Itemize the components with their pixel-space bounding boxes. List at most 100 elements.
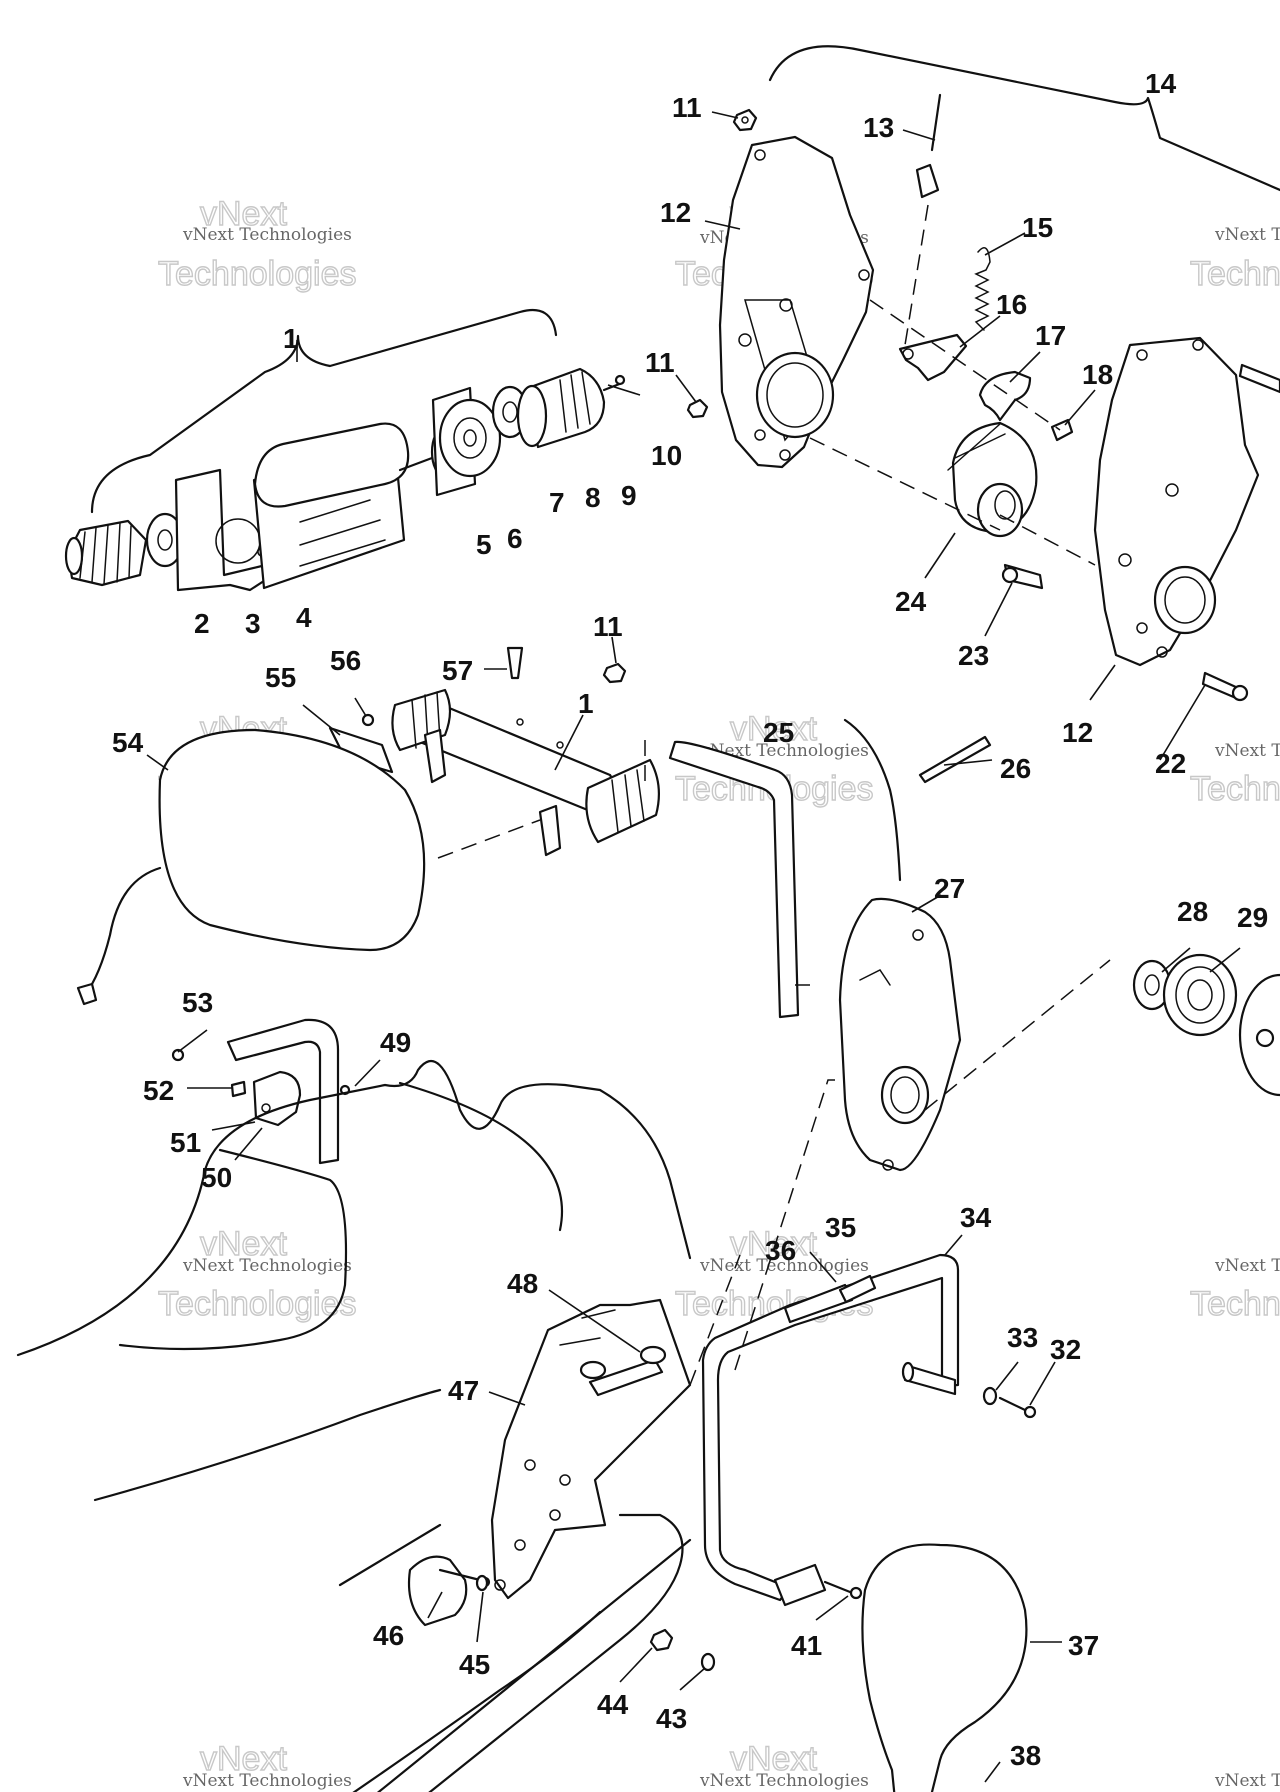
callout-47: 47	[448, 1375, 479, 1406]
callout-22: 22	[1155, 748, 1186, 779]
svg-text:vNext Technologies: vNext Technologies	[1214, 1771, 1280, 1791]
clamp-part-51-50	[252, 1070, 302, 1127]
callout-36: 36	[765, 1235, 796, 1266]
callout-8: 8	[585, 482, 601, 513]
spring-part-29	[1162, 953, 1238, 1037]
watermark-mid-right: vNext Technologies Technologies	[1189, 741, 1280, 809]
cable-end-part-26	[918, 735, 992, 784]
watermark-top-left: vNext vNext Technologies Technologies	[157, 194, 357, 293]
watermark-lower-right: vNext Technologies Technologies	[1189, 1256, 1280, 1324]
callout-13: 13	[863, 112, 894, 143]
svg-text:vNext Technologies: vNext Technologies	[1214, 225, 1280, 245]
callout-1-handlebar: 1	[578, 688, 594, 719]
callout-24: 24	[895, 586, 927, 617]
callout-12-right: 12	[1062, 717, 1093, 748]
hook-tube-part	[226, 1018, 340, 1165]
callout-1: 1	[283, 323, 299, 354]
callout-33: 33	[1007, 1322, 1038, 1353]
cable-part-27	[843, 718, 902, 882]
watermark-top-right: vNext Technologies Technologies	[1189, 225, 1280, 294]
svg-text:Technologies: Technologies	[158, 255, 356, 293]
screw-part-41	[823, 1580, 863, 1600]
svg-text:vNext: vNext	[200, 1740, 287, 1778]
callout-11-handlebar: 11	[593, 611, 623, 642]
callout-45: 45	[459, 1649, 490, 1680]
dashline-top-cover	[809, 437, 1096, 566]
svg-text:vNext Technologies: vNext Technologies	[182, 1771, 352, 1791]
svg-text:vNext: vNext	[730, 710, 817, 748]
callout-32: 32	[1050, 1334, 1081, 1365]
nut-part-11-handlebar	[602, 662, 627, 684]
grip-part-35-36	[783, 1274, 877, 1324]
dashline-pad	[437, 819, 541, 859]
svg-text:vNext Technologies: vNext Technologies	[1214, 741, 1280, 761]
nut-part-11-top	[732, 108, 758, 132]
callout-2: 2	[194, 608, 210, 639]
lever-part-16	[898, 333, 968, 382]
svg-text:Technologies: Technologies	[1190, 255, 1280, 293]
callout-27: 27	[934, 873, 965, 904]
screw-part-53	[171, 1048, 185, 1062]
screw-part-22	[1201, 671, 1249, 702]
bearing-part-5-6	[431, 386, 502, 497]
callout-9: 9	[621, 480, 637, 511]
gear-part-24	[947, 421, 1038, 538]
callout-50: 50	[201, 1162, 232, 1193]
cable-part-13	[904, 93, 942, 346]
callout-48: 48	[507, 1268, 538, 1299]
washer-part-45	[475, 1574, 489, 1592]
svg-text:vNext: vNext	[200, 1225, 287, 1263]
watermark-lower-left: vNext vNext Technologies Technologies	[157, 1224, 357, 1323]
screw-part-56	[361, 713, 375, 727]
callout-35: 35	[825, 1212, 856, 1243]
dashline-housing	[924, 959, 1111, 1111]
callout-51: 51	[170, 1127, 201, 1158]
grip-right-part-9	[516, 367, 606, 449]
svg-text:vNext: vNext	[200, 195, 287, 233]
callout-17: 17	[1035, 320, 1066, 351]
leader-lines	[146, 111, 1241, 1783]
svg-text:Technologies: Technologies	[1190, 770, 1280, 808]
callout-34: 34	[960, 1202, 992, 1233]
callout-53: 53	[182, 987, 213, 1018]
pin-part-57	[506, 646, 524, 680]
cam-part-17	[978, 370, 1032, 422]
callout-57: 57	[442, 655, 473, 686]
pad-part-54	[76, 728, 426, 1006]
screw-part-32	[998, 1396, 1037, 1419]
watermark-bottom-right: vNext Technologies	[1214, 1771, 1280, 1791]
svg-text:vNext: vNext	[730, 1740, 817, 1778]
callout-41: 41	[791, 1630, 822, 1661]
dashline-lever	[869, 299, 1061, 431]
callout-56: 56	[330, 645, 361, 676]
peg-part-34	[901, 1361, 957, 1396]
callout-29: 29	[1237, 902, 1268, 933]
washer-part-43	[700, 1652, 716, 1672]
assembly-brace-1	[90, 308, 558, 514]
callout-12-top: 12	[660, 197, 691, 228]
seat-body	[16, 1059, 692, 1792]
callout-54: 54	[112, 727, 144, 758]
callout-11-top: 11	[672, 92, 702, 123]
callout-52: 52	[143, 1075, 174, 1106]
svg-text:vNext Technologies: vNext Technologies	[699, 1771, 869, 1791]
callout-5: 5	[476, 529, 492, 560]
pulley-edge	[1238, 973, 1280, 1097]
callout-10: 10	[651, 440, 682, 471]
callout-14: 14	[1145, 68, 1177, 99]
callout-6: 6	[507, 523, 523, 554]
callout-4: 4	[296, 602, 312, 633]
bar-end-tab	[773, 1563, 827, 1607]
mirror-part-37	[861, 1543, 1028, 1792]
svg-text:vNext Technologies: vNext Technologies	[182, 1256, 352, 1276]
callout-labels: 1 2 3 4 5 6 7 8 9 10 11 11 11 12 12 13 1…	[112, 68, 1268, 1771]
cover-part-12-upper	[718, 135, 875, 469]
tube-part-25	[668, 740, 800, 1019]
callout-25: 25	[763, 717, 794, 748]
svg-text:vNext: vNext	[730, 1225, 817, 1263]
callout-28: 28	[1177, 896, 1208, 927]
svg-text:Technologies: Technologies	[1190, 1285, 1280, 1323]
callout-7: 7	[549, 487, 565, 518]
callout-55: 55	[265, 662, 296, 693]
pin-part-18	[1050, 418, 1074, 442]
